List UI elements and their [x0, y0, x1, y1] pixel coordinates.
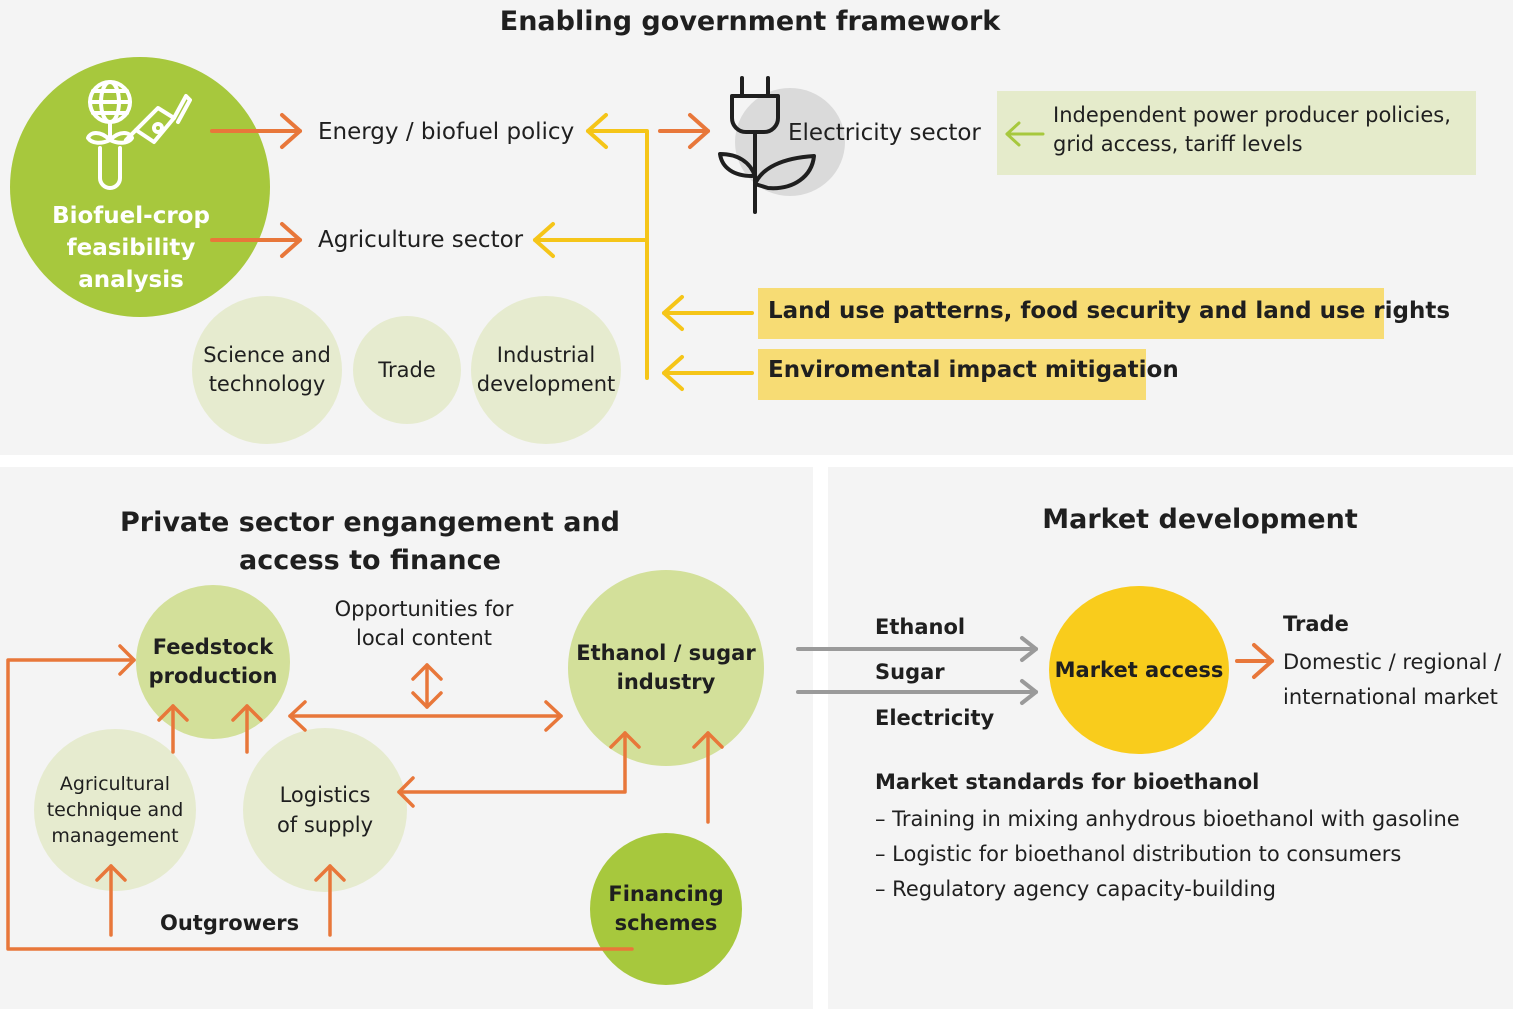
ethanol-line2: industry: [616, 670, 716, 694]
trade-line1: Domestic / regional /: [1283, 650, 1502, 674]
feasibility-line3: analysis: [78, 267, 184, 293]
financing-line1: Financing: [608, 882, 724, 906]
ipp-policies-text: Independent power producer policies, gri…: [1053, 101, 1451, 159]
trade-label: Trade: [378, 358, 436, 382]
sugar-label: Sugar: [875, 660, 945, 684]
industrial-line1: Industrial: [496, 343, 596, 367]
trade-line2: international market: [1283, 685, 1498, 709]
standards-item: – Regulatory agency capacity-building: [875, 877, 1276, 901]
plug-leaf-icon: [712, 72, 832, 217]
environmental-label: Enviromental impact mitigation: [768, 357, 1179, 383]
standards-list: – Training in mixing anhydrous bioethano…: [875, 802, 1460, 907]
globe-fuel-nozzle-icon: [78, 78, 198, 193]
agricultural-technique-circle: Agricultural technique and management: [34, 729, 196, 891]
trade-description: Domestic / regional / international mark…: [1283, 645, 1501, 715]
opportunities-label: Opportunities for local content: [324, 595, 524, 653]
market-access-label: Market access: [1054, 658, 1224, 682]
government-title: Enabling government framework: [499, 6, 1001, 37]
ethanol-label: Ethanol: [875, 615, 966, 639]
standards-item: – Training in mixing anhydrous bioethano…: [875, 807, 1460, 831]
energy-policy-label: Energy / biofuel policy: [318, 119, 575, 145]
environmental-box: [758, 349, 1146, 400]
ipp-line2: grid access, tariff levels: [1053, 132, 1303, 156]
opportunities-line2: local content: [355, 626, 492, 650]
logistics-supply-circle: Logistics of supply: [243, 728, 407, 892]
opportunities-line1: Opportunities for: [334, 597, 514, 621]
electricity-label: Electricity: [875, 706, 995, 730]
land-use-label: Land use patterns, food security and lan…: [768, 298, 1451, 324]
ethanol-line1: Ethanol / sugar: [576, 641, 756, 665]
science-line1: Science and: [203, 343, 331, 367]
science-line2: technology: [208, 372, 326, 396]
logistics-line2: of supply: [276, 813, 374, 837]
market-title: Market development: [1042, 504, 1358, 535]
financing-line2: schemes: [614, 911, 718, 935]
industrial-development-circle: Industrial development: [471, 296, 621, 444]
outgrowers-label: Outgrowers: [160, 911, 300, 935]
standards-item: – Logistic for bioethanol distribution t…: [875, 842, 1402, 866]
land-use-box: [758, 288, 1384, 339]
ethanol-sugar-industry-circle: Ethanol / sugar industry: [568, 570, 764, 766]
financing-schemes-circle: Financing schemes: [590, 833, 742, 985]
feedstock-production-circle: Feedstock production: [136, 585, 290, 739]
ipp-policies-box: [997, 91, 1476, 175]
feasibility-circle: [10, 57, 270, 317]
agri-line3: management: [51, 825, 179, 847]
feasibility-line2: feasibility: [66, 235, 196, 261]
electricity-sector-label: Electricity sector: [788, 120, 981, 146]
logistics-line1: Logistics: [279, 783, 371, 807]
agriculture-sector-label: Agriculture sector: [318, 227, 524, 253]
science-technology-circle: Science and technology: [192, 296, 342, 444]
agri-line1: Agricultural: [59, 773, 171, 795]
private-sector-title: Private sector engangement and access to…: [100, 504, 640, 580]
ipp-line1: Independent power producer policies,: [1053, 103, 1451, 127]
private-title-line1: Private sector engangement and: [119, 507, 621, 538]
feasibility-line1: Biofuel-crop: [52, 203, 210, 229]
market-access-circle: Market access: [1049, 586, 1229, 754]
trade-heading: Trade: [1283, 612, 1349, 636]
standards-title: Market standards for bioethanol: [875, 770, 1260, 794]
feedstock-line1: Feedstock: [152, 635, 274, 659]
feedstock-line2: production: [148, 664, 278, 688]
feasibility-label: Biofuel-crop feasibility analysis: [20, 200, 242, 296]
trade-circle: Trade: [353, 316, 461, 424]
industrial-line2: development: [476, 372, 616, 396]
agri-line2: technique and: [46, 799, 184, 821]
private-title-line2: access to finance: [239, 545, 501, 576]
